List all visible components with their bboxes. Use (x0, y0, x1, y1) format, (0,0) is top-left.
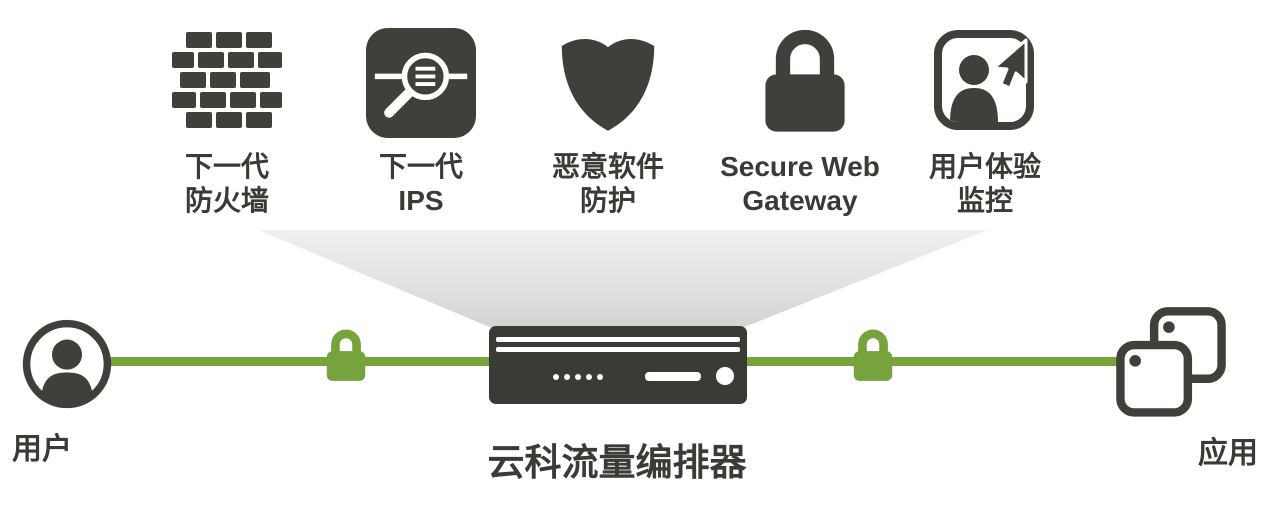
service-label-malware: 恶意软件 防护 (551, 151, 664, 217)
inline-lock-icon-left (326, 329, 366, 381)
service-label-swg: Secure Web Gateway (720, 151, 880, 217)
lock-icon (765, 29, 845, 132)
orchestrator-label: 云科流量编排器 (487, 442, 747, 483)
orchestrator-appliance (489, 326, 747, 404)
appliance-led-dots (553, 374, 603, 380)
shield-icon (561, 39, 655, 131)
service-label-ngips: 下一代 IPS (378, 151, 463, 217)
appliance-drive-bar (645, 372, 701, 381)
user-label: 用户 (12, 433, 72, 466)
apps-label: 应用 (1198, 437, 1258, 470)
appliance-power-knob (716, 367, 734, 385)
firewall-icon (172, 32, 282, 128)
funnel-shape (258, 230, 988, 330)
appliance-vent-stripe (496, 347, 740, 352)
service-label-ngfw: 下一代 防火墙 (184, 151, 269, 217)
inline-lock-icon-right (853, 329, 893, 381)
appliance-vent-stripe (496, 337, 740, 342)
magnifier-ips-icon (366, 28, 476, 138)
service-label-ux: 用户体验 监控 (928, 151, 1041, 217)
user-cursor-icon (934, 30, 1034, 130)
user-icon (22, 319, 112, 409)
apps-icon (1116, 307, 1226, 417)
